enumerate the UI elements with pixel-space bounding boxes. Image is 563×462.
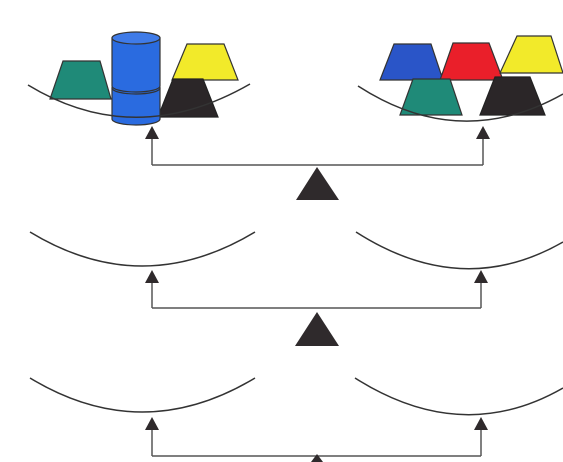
blue-trapezoid xyxy=(379,43,444,81)
yellow-trapezoid xyxy=(171,43,239,81)
balance-1 xyxy=(27,31,563,200)
green-trapezoid xyxy=(49,60,112,100)
left-arrowhead-1 xyxy=(145,126,159,139)
right-arrowhead-3 xyxy=(474,417,488,430)
red-trapezoid xyxy=(439,42,504,81)
fulcrum-1 xyxy=(296,167,339,200)
right-arrowhead-2 xyxy=(474,270,488,283)
right-pan-1 xyxy=(357,85,563,122)
left-pan-3 xyxy=(29,377,256,413)
blue-cylinder-top xyxy=(111,37,161,93)
left-pan-1-shapes xyxy=(49,31,239,126)
green-trapezoid xyxy=(399,78,463,116)
balance-2 xyxy=(29,231,563,346)
right-pan-2 xyxy=(355,231,563,270)
blue-cylinder-bottom xyxy=(111,87,161,126)
yellow-trapezoid xyxy=(499,35,563,74)
balance-3 xyxy=(29,377,563,462)
fulcrum-2 xyxy=(295,312,339,346)
left-pan-1 xyxy=(27,83,251,118)
dark-trapezoid xyxy=(157,78,219,118)
blue-cylinder-stack xyxy=(111,31,161,126)
dark-trapezoid xyxy=(479,76,546,116)
beam-2 xyxy=(151,281,482,309)
right-pan-1-shapes xyxy=(379,35,563,116)
beam-1 xyxy=(151,137,484,166)
right-pan-3 xyxy=(354,377,563,416)
beam-3 xyxy=(151,428,482,457)
left-arrowhead-3 xyxy=(145,417,159,430)
left-pan-2 xyxy=(29,231,256,267)
fulcrum-3 xyxy=(311,454,323,462)
right-arrowhead-1 xyxy=(476,126,490,139)
left-arrowhead-2 xyxy=(145,270,159,283)
